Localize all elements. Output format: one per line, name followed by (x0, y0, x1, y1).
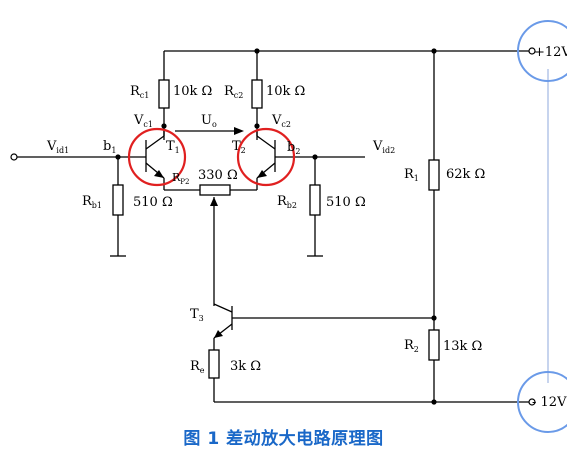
re-value: 3k Ω (230, 359, 261, 374)
t1-emitter-arrow (154, 170, 164, 178)
resistor-r2 (428, 329, 440, 361)
r2-value: 13k Ω (443, 339, 482, 354)
t2-emitter-arrow (257, 170, 267, 178)
rp-value: 330 Ω (198, 168, 238, 183)
t2-label: T2 (232, 139, 246, 155)
b1-label: b1 (103, 139, 116, 155)
vee-highlight-circle (517, 371, 567, 433)
vee-terminal (528, 398, 536, 406)
figure-caption: 图 1 差动放大电路原理图 (183, 429, 384, 449)
rp-wiper-arrow (210, 197, 218, 206)
r1-value: 62k Ω (446, 167, 485, 182)
rc2-value: 10k Ω (266, 84, 305, 99)
vc1-label: Vc1 (133, 113, 153, 129)
r2-label: R2 (404, 338, 419, 354)
labels: +12V - 12V Rc1 10k Ω Rc2 10k Ω Vc1 Vc2 U… (46, 45, 567, 410)
t2-highlight-circle (236, 127, 296, 187)
resistor-rb1 (112, 184, 124, 216)
junctions (115, 48, 437, 405)
rc2-label: Rc2 (224, 84, 243, 100)
resistor-r1 (428, 159, 440, 191)
b2-label: b2 (287, 140, 300, 156)
uo-label: Uo (201, 113, 217, 129)
rc1-label: Rc1 (130, 84, 149, 100)
re-label: Re (190, 359, 205, 375)
t3-emitter-arrow (214, 330, 223, 338)
vcc-highlight-circle (517, 20, 567, 82)
vcc-label: +12V (534, 45, 567, 60)
wires (16, 50, 530, 403)
vid2-label: Vid2 (372, 139, 395, 155)
vee-label: - 12V (532, 395, 567, 410)
potentiometer-rp (199, 184, 231, 196)
vcc-terminal (528, 47, 536, 55)
resistor-rc2 (251, 79, 263, 109)
rb1-label: Rb1 (82, 194, 102, 210)
resistor-re (208, 349, 220, 379)
rb1-value: 510 Ω (133, 195, 173, 210)
r1-label: R1 (404, 167, 419, 183)
arrowheads (154, 127, 267, 338)
resistors (112, 79, 440, 379)
input-terminal (10, 153, 18, 161)
vc2-label: Vc2 (271, 113, 291, 129)
resistor-rc1 (158, 79, 170, 109)
terminals (10, 47, 536, 406)
highlights (127, 20, 567, 433)
t3-label: T3 (190, 307, 204, 323)
rp-label: RP2 (172, 171, 189, 186)
resistor-rb2 (309, 184, 321, 216)
vid1-label: Vid1 (46, 139, 69, 155)
rb2-value: 510 Ω (326, 195, 366, 210)
uo-arrow (234, 127, 244, 135)
rc1-value: 10k Ω (173, 84, 212, 99)
t1-label: T1 (166, 139, 180, 155)
rb2-label: Rb2 (277, 194, 297, 210)
t1-highlight-circle (127, 127, 187, 187)
